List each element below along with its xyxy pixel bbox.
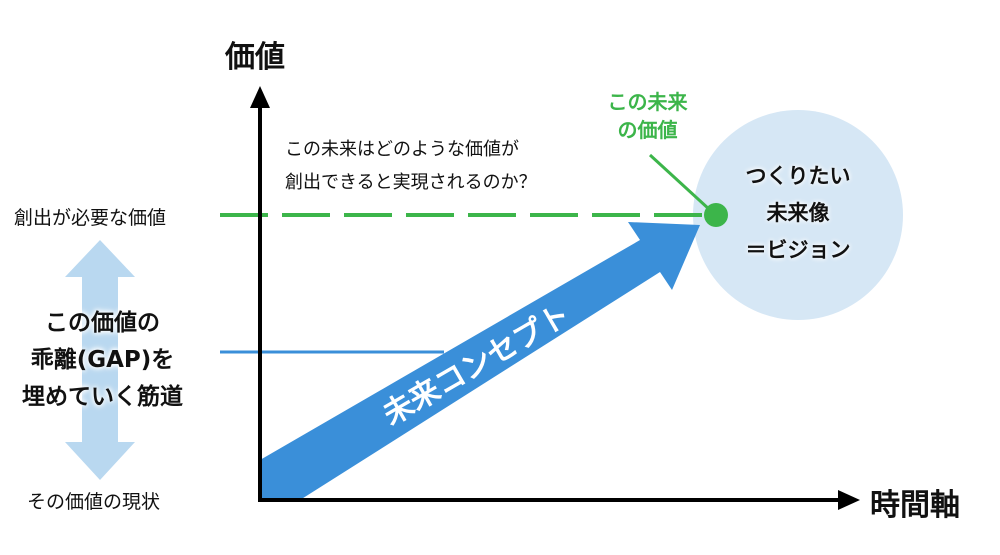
gap-label-line: 乖離(GAP)を (30, 347, 175, 373)
future-value-line: の価値 (617, 118, 678, 142)
vision-line: 未来像 (766, 201, 830, 225)
x-axis-label: 時間軸 (870, 488, 960, 523)
concept-arrow (260, 222, 700, 500)
question-line: この未来はどのような価値が (285, 139, 519, 160)
vision-line: つくりたい (745, 164, 851, 188)
future-value-leader-line (648, 153, 712, 212)
required-value-label: 創出が必要な価値 (14, 207, 167, 229)
y-axis-label: 価値 (225, 40, 285, 75)
x-axis (258, 490, 860, 510)
y-axis-arrow-icon (250, 86, 270, 108)
question-line: 創出できると実現されるのか？ (285, 172, 537, 193)
vision-label: つくりたい 未来像 ＝ビジョン (718, 158, 878, 269)
gap-label: この価値の 乖離(GAP)を 埋めていく筋道 (20, 305, 185, 416)
future-value-label: この未来 の価値 (590, 88, 705, 144)
future-value-dot (704, 203, 728, 227)
gap-double-arrow (65, 240, 135, 480)
vision-circle (693, 110, 903, 320)
x-axis-arrow-icon (838, 490, 860, 510)
gap-label-line: 埋めていく筋道 (22, 384, 183, 410)
current-value-label: その価値の現状 (27, 491, 161, 513)
y-axis (250, 86, 270, 502)
question-text: この未来はどのような価値が 創出できると実現されるのか？ (285, 133, 537, 199)
vision-line: ＝ビジョン (745, 238, 851, 262)
future-value-line: この未来 (607, 90, 688, 114)
gap-label-line: この価値の (45, 310, 160, 336)
